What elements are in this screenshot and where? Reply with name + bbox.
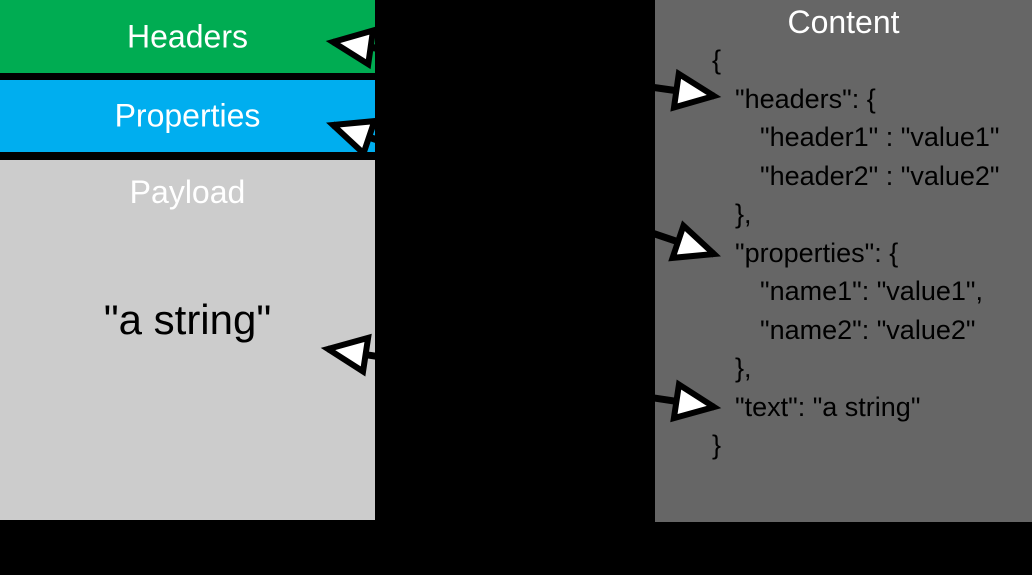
message-section-headers: Headers: [0, 0, 375, 73]
content-box: Content { "headers": { "header1" : "valu…: [655, 0, 1032, 522]
json-code-block: { "headers": { "header1" : "value1" "hea…: [655, 41, 1032, 465]
message-section-payload: Payload "a string": [0, 160, 375, 520]
payload-value: "a string": [103, 296, 272, 343]
code-line-open-brace: {: [712, 45, 722, 75]
message-section-properties: Properties: [0, 80, 375, 152]
code-line-text-key: "text": "a string": [735, 391, 921, 422]
code-line-name1: "name1": "value1",: [760, 276, 983, 306]
code-line-properties-key: "properties": {: [735, 237, 899, 268]
payload-label: Payload: [129, 174, 246, 210]
properties-label: Properties: [114, 97, 261, 134]
code-line-headers-key: "headers": {: [735, 83, 876, 114]
code-line-close-brace: }: [712, 430, 722, 460]
content-title: Content: [787, 4, 900, 40]
code-line-headers-close: },: [735, 199, 752, 229]
code-line-name2: "name2": "value2": [760, 314, 976, 345]
code-line-header1: "header1" : "value1": [760, 122, 1000, 152]
code-line-properties-close: },: [735, 353, 752, 383]
code-line-header2: "header2" : "value2": [760, 160, 1000, 191]
headers-label: Headers: [127, 18, 248, 54]
